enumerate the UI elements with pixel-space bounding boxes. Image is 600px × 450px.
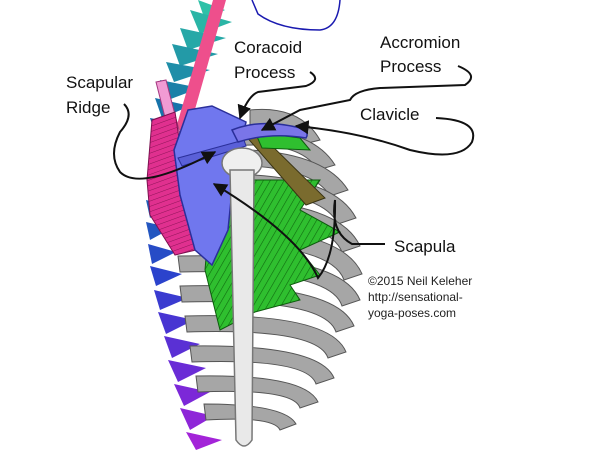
levator-scapulae-muscle (176, 0, 226, 134)
copyright-credit: ©2015 Neil Keleher http://sensational- y… (368, 274, 476, 320)
credit-line2: http://sensational- (368, 290, 463, 304)
clavicle-leader (294, 117, 475, 156)
scapula-label: Scapula (394, 237, 456, 256)
scapula-leader (212, 183, 385, 280)
scapular-ridge-label-line2: Ridge (66, 98, 110, 117)
coracoid-process-label-line1: Coracoid (234, 38, 302, 57)
acromion-process-label-line1: Accromion (380, 33, 460, 52)
clavicle-label: Clavicle (360, 105, 420, 124)
vertebral-column (146, 0, 232, 450)
humerus-bone (221, 147, 263, 447)
acromion-process-label: Accromion Process (380, 33, 465, 76)
acromion-process-label-line2: Process (380, 57, 441, 76)
acromion-leader (260, 65, 473, 131)
trapezius-muscle (146, 111, 197, 256)
credit-line3: yoga-poses.com (368, 306, 456, 320)
scapular-ridge-label: Scapular Ridge (66, 73, 138, 117)
credit-line1: ©2015 Neil Keleher (368, 274, 472, 288)
coracoid-leader (237, 71, 317, 120)
scapular-ridge-leader (113, 103, 217, 180)
coracoid-process-label: Coracoid Process (234, 38, 307, 82)
coracoid-process-label-line2: Process (234, 63, 295, 82)
scapular-ridge-label-line1: Scapular (66, 73, 133, 92)
skull-outline (251, 0, 341, 31)
